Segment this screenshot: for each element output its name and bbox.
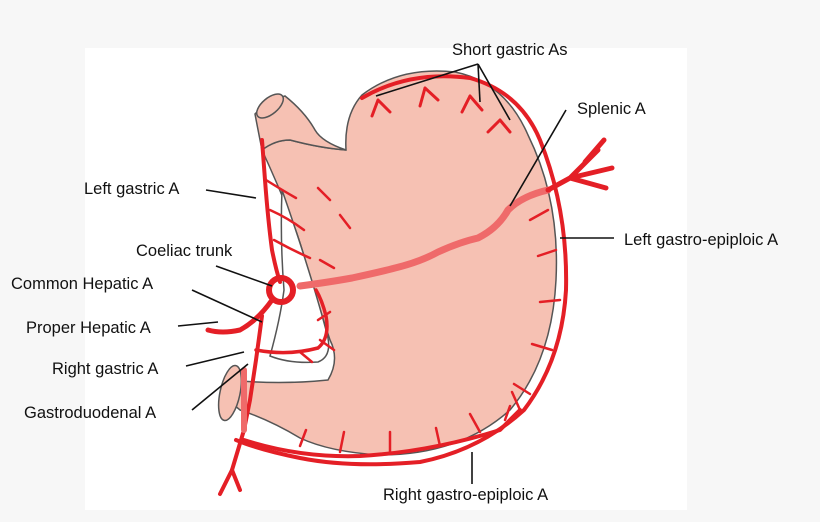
label-left-gastro-epiploic: Left gastro-epiploic A [624,231,778,249]
label-short-gastric: Short gastric As [452,41,568,59]
common-hepatic-artery [205,297,275,335]
label-right-gastro-epiploic: Right gastro-epiploic A [383,486,548,504]
leader-gastroduodenal [191,363,249,411]
label-splenic: Splenic A [577,100,646,118]
splenic-artery-hilum [545,137,615,193]
proper-hepatic-artery [230,314,264,472]
labels: Short gastric As Splenic A Left gastric … [11,41,778,504]
leader-coeliac [215,265,273,287]
leader-common-hepatic [191,289,263,323]
greater-curvature-branches [298,208,562,454]
left-gastro-epiploic-artery [234,74,569,467]
leader-left-gastric [205,189,257,199]
label-gastroduodenal: Gastroduodenal A [24,404,156,422]
label-right-gastric: Right gastric A [52,360,158,378]
right-gastric-artery [254,288,329,355]
right-gastro-epiploic-artery [242,408,522,459]
coeliac-trunk-circle [266,275,296,305]
leader-short-gastric-1 [375,63,479,97]
label-left-gastric: Left gastric A [84,180,179,198]
oesophagus-opening [255,93,285,119]
leader-right-gastric [185,351,245,367]
short-gastric-arteries [370,86,512,134]
leader-proper-hepatic [177,321,219,327]
leader-short-gastric-3 [477,63,511,121]
leader-splenic [509,109,567,207]
arteries [205,74,615,496]
duodenum-opening [217,364,243,422]
leader-short-gastric-2 [477,63,481,103]
label-common-hepatic: Common Hepatic A [11,275,153,293]
right-gastric-branches [298,310,336,364]
distal-vessel [218,468,242,496]
label-coeliac-trunk: Coeliac trunk [136,242,233,260]
label-proper-hepatic: Proper Hepatic A [26,319,151,337]
left-gastric-artery [260,138,282,284]
splenic-artery [296,186,552,290]
stomach [217,70,558,456]
left-gastric-branches [264,178,352,270]
leader-lines [177,63,614,484]
